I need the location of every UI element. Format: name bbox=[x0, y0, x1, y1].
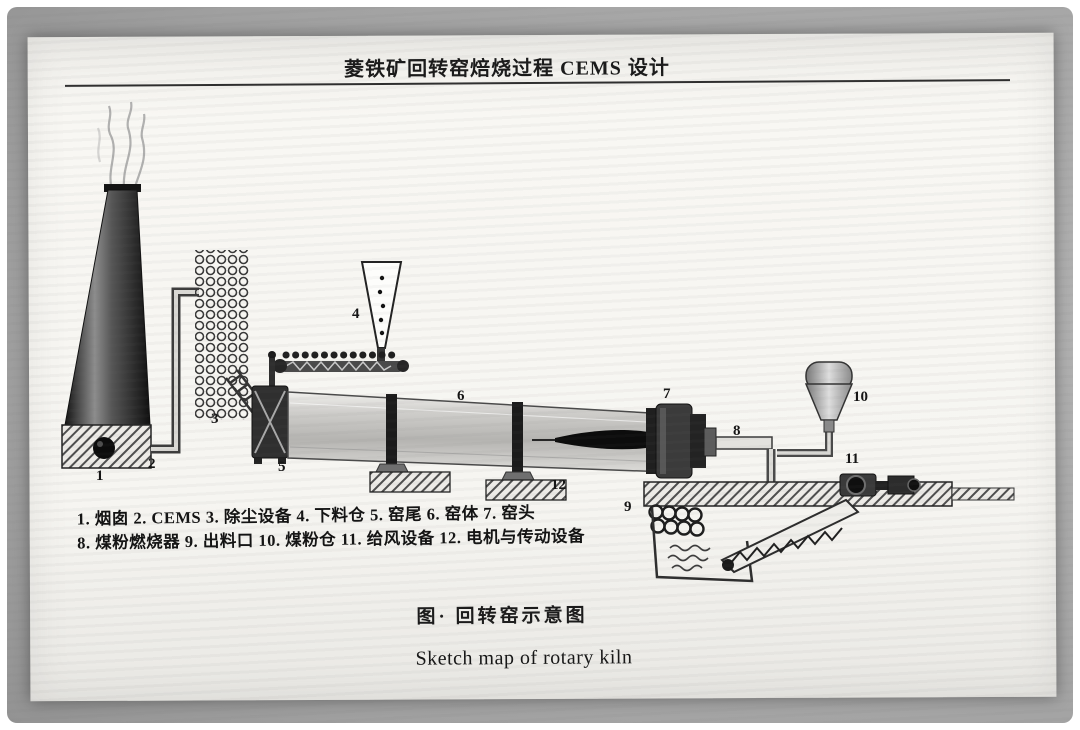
photo-area: 菱铁矿回转窑焙烧过程 CEMS 设计 bbox=[7, 7, 1073, 723]
part-label-1: 1 bbox=[96, 468, 104, 484]
figure-legend: 1. 烟囱 2. CEMS 3. 除尘设备 4. 下料仓 5. 窑尾 6. 窑体… bbox=[77, 499, 718, 556]
part-label-5: 5 bbox=[278, 459, 286, 475]
part-label-11: 11 bbox=[845, 451, 860, 467]
kiln-support-1 bbox=[369, 394, 451, 493]
air-fan bbox=[839, 473, 921, 497]
part-label-12: 12 bbox=[551, 477, 566, 493]
part-label-8: 8 bbox=[733, 423, 741, 439]
rotary-kiln-diagram bbox=[61, 101, 1015, 583]
feed-hopper bbox=[360, 261, 403, 362]
chimney-base-cems bbox=[61, 424, 152, 469]
dust-collector bbox=[195, 250, 249, 420]
figure-caption-en: Sketch map of rotary kiln bbox=[415, 646, 633, 670]
cooling-coil bbox=[648, 504, 705, 537]
part-label-2: 2 bbox=[148, 456, 156, 472]
part-label-3: 3 bbox=[211, 411, 219, 427]
part-label-4: 4 bbox=[352, 306, 360, 322]
part-label-10: 10 bbox=[853, 389, 868, 405]
screw-feeder bbox=[273, 351, 409, 373]
smoke-icon bbox=[96, 101, 146, 191]
part-label-6: 6 bbox=[457, 388, 465, 404]
kiln-head bbox=[646, 403, 717, 479]
coal-hopper bbox=[804, 361, 854, 433]
part-label-7: 7 bbox=[663, 386, 671, 402]
burner-pipe bbox=[715, 436, 776, 484]
kiln-support-2 bbox=[485, 402, 567, 501]
part-label-9: 9 bbox=[624, 499, 632, 515]
page-title: 菱铁矿回转窑焙烧过程 CEMS 设计 bbox=[344, 57, 670, 81]
burner bbox=[532, 430, 654, 450]
discharge-screw bbox=[720, 498, 860, 574]
flue-duct-pipe bbox=[151, 287, 199, 454]
coal-feed-pipe bbox=[777, 430, 833, 457]
chimney bbox=[64, 184, 151, 426]
figure-caption-zh: 图· 回转窑示意图 bbox=[416, 605, 588, 628]
